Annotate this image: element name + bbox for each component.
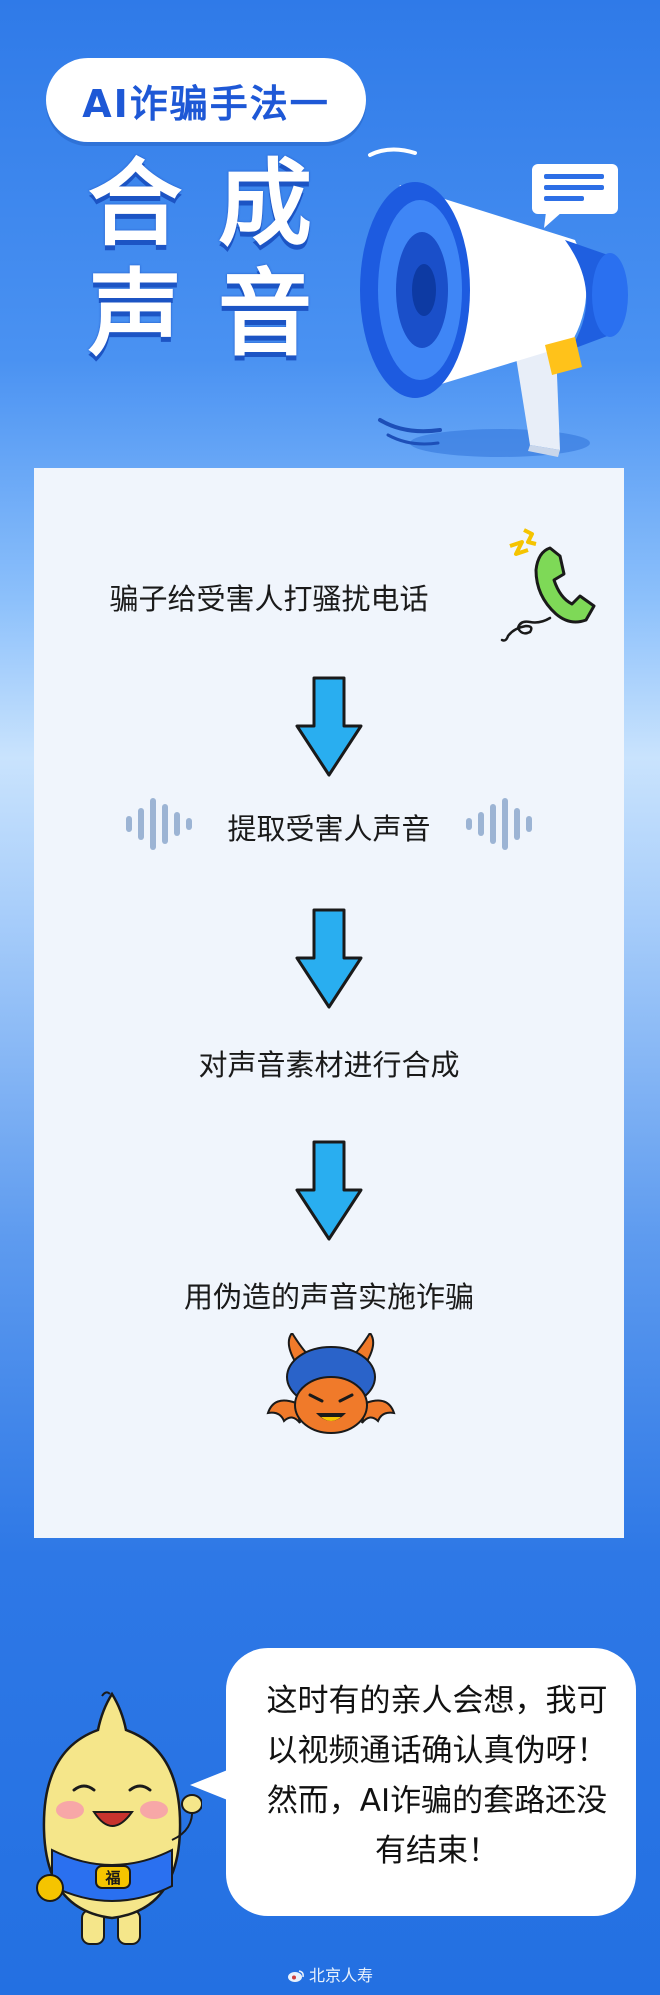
title-tag-label: AI诈骗手法一	[82, 81, 330, 126]
watermark: 北京人寿	[0, 1962, 660, 1986]
chat-bubble-icon	[532, 164, 618, 228]
title-char: 音	[217, 260, 312, 369]
arrow-down-icon	[295, 908, 363, 1009]
megaphone-icon	[360, 147, 628, 457]
step-text: 对声音素材进行合成	[198, 1048, 460, 1082]
title-tag: AI诈骗手法一	[46, 58, 366, 142]
step-text: 用伪造的声音实施诈骗	[183, 1280, 474, 1314]
arrow-down-icon	[295, 1140, 363, 1241]
watermark-text: 北京人寿	[308, 1966, 373, 1985]
main-title: 合 成 声 音	[70, 150, 330, 370]
process-card: 骗子给受害人打骚扰电话 提取受害人声音 对声音素材进行合成 用伪造的声音实施诈骗	[34, 468, 624, 1538]
step-text: 提取受害人声音	[227, 812, 431, 846]
devil-icon	[266, 1333, 396, 1434]
mascot-character: 福	[36, 1691, 202, 1945]
title-char: 成	[217, 150, 312, 259]
sound-wave-icon	[466, 798, 532, 850]
title-char: 声	[87, 260, 182, 369]
speech-text: 这时有的亲人会想，我可以视频通话确认真伪呀！然而，AI诈骗的套路还没有结束！	[266, 1683, 608, 1869]
weibo-icon	[287, 1970, 304, 1982]
mascot-badge: 福	[104, 1869, 120, 1887]
title-char: 合	[87, 150, 182, 259]
sound-wave-icon	[126, 798, 192, 850]
speech-bubble: 这时有的亲人会想，我可以视频通话确认真伪呀！然而，AI诈骗的套路还没有结束！	[226, 1648, 636, 1916]
arrow-down-icon	[295, 676, 363, 777]
phone-icon	[500, 528, 596, 642]
step-text: 骗子给受害人打骚扰电话	[109, 582, 429, 616]
